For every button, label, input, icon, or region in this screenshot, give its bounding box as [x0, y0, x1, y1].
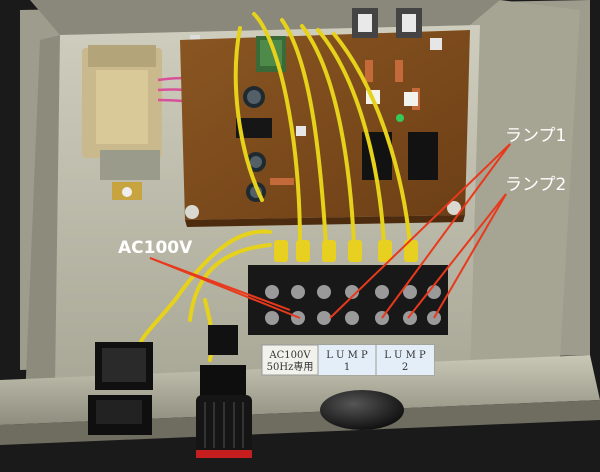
panel-lump2-line2: 2 [402, 362, 408, 373]
panel-ac-line1: AC100V [268, 350, 311, 361]
panel-label: AC100V 50Hz専用 L U M P 1 L U M P 2 [261, 344, 435, 376]
panel-lump1-line2: 1 [344, 362, 350, 373]
power-switch [88, 342, 153, 435]
crimp-terminals [274, 240, 418, 262]
annotation-lines [149, 143, 511, 319]
control-knob [320, 390, 404, 430]
annotation-ac: AC100V [118, 238, 193, 258]
annotation-lamp2: ランプ2 [505, 175, 566, 195]
fuse-holder [196, 325, 252, 458]
panel-lump2-line1: L U M P [384, 350, 426, 361]
transformer [82, 35, 200, 200]
annotation-lamp1: ランプ1 [505, 126, 566, 146]
panel-lump1-line1: L U M P [326, 350, 368, 361]
panel-ac-line2: 50Hz専用 [267, 361, 314, 373]
